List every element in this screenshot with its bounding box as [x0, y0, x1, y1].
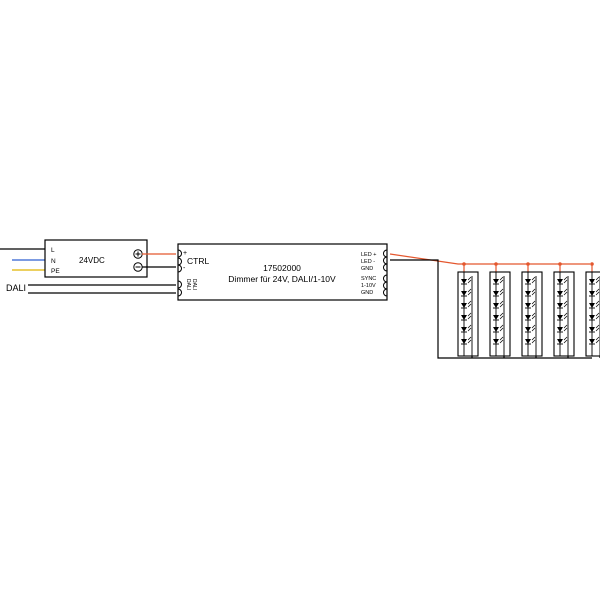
led-diode-icon [589, 288, 600, 297]
dimmer-model: 17502000 [263, 263, 301, 273]
minus-terminal-icon [133, 262, 143, 272]
psu-terminal-l: L [51, 247, 55, 254]
ctrl-minus-mark: - [183, 265, 186, 272]
led-diode-icon [461, 288, 472, 297]
led-diode-icon [525, 324, 536, 333]
one-ten-v-label: 1-10V [361, 283, 376, 289]
dali-vertical-label-2: DALI [191, 279, 197, 290]
dali-bus: DALI [6, 283, 176, 294]
dimmer-output-terminals [383, 249, 388, 297]
power-supply: L N PE 24VDC [44, 239, 148, 278]
led-diode-icon [557, 312, 568, 321]
psu-label: 24VDC [79, 256, 105, 265]
led-negative-wire [390, 259, 592, 359]
led-strips [457, 262, 600, 358]
dali-label: DALI [6, 283, 26, 293]
dimmer-body [177, 243, 388, 301]
led-diode-icon [525, 288, 536, 297]
dimmer-description: Dimmer für 24V, DALI/1-10V [228, 274, 336, 284]
ctrl-label: CTRL [187, 256, 209, 266]
psu-dimmer-wires [142, 253, 176, 268]
led-diode-icon [525, 312, 536, 321]
led-diode-icon [461, 324, 472, 333]
led-positive-wire [389, 253, 590, 265]
led-minus-label: LED - [361, 259, 375, 265]
led-diode-icon [557, 288, 568, 297]
led-plus-label: LED + [361, 252, 376, 258]
gnd-out-label: GND [361, 266, 373, 272]
led-diode-icon [493, 324, 504, 333]
led-diode-icon [557, 336, 568, 345]
led-strip [585, 262, 600, 358]
led-diode-icon [557, 300, 568, 309]
led-diode-icon [461, 276, 472, 285]
led-diode-icon [525, 336, 536, 345]
led-diode-icon [461, 312, 472, 321]
led-diode-icon [589, 336, 600, 345]
led-strip [457, 262, 479, 358]
ctrl-plus-mark: + [183, 250, 187, 257]
led-diode-icon [493, 288, 504, 297]
mains-wires [0, 248, 51, 271]
dimmer: + - CTRL DALI DALI 17502000 Dimmer für 2… [177, 243, 388, 301]
led-diode-icon [493, 312, 504, 321]
led-diode-icon [525, 276, 536, 285]
led-strip [553, 262, 575, 358]
plus-terminal-icon [133, 249, 143, 259]
gnd-signal-label: GND [361, 290, 373, 296]
led-diode-icon [461, 300, 472, 309]
led-diode-icon [589, 312, 600, 321]
psu-terminal-n: N [51, 258, 56, 265]
led-diode-icon [589, 324, 600, 333]
psu-body [44, 239, 148, 278]
dali-vertical-label-1: DALI [185, 279, 191, 290]
led-diode-icon [493, 276, 504, 285]
led-diode-icon [557, 276, 568, 285]
led-diode-icon [525, 300, 536, 309]
led-diode-icon [493, 336, 504, 345]
led-strip [489, 262, 511, 358]
led-diode-icon [589, 276, 600, 285]
led-strip [521, 262, 543, 358]
sync-label: SYNC [361, 276, 376, 282]
psu-terminal-pe: PE [51, 268, 60, 275]
led-diode-icon [557, 324, 568, 333]
led-diode-icon [493, 300, 504, 309]
led-output-wires [389, 253, 592, 359]
dimmer-input-terminals [177, 249, 182, 297]
led-diode-icon [589, 300, 600, 309]
led-diode-icon [461, 336, 472, 345]
